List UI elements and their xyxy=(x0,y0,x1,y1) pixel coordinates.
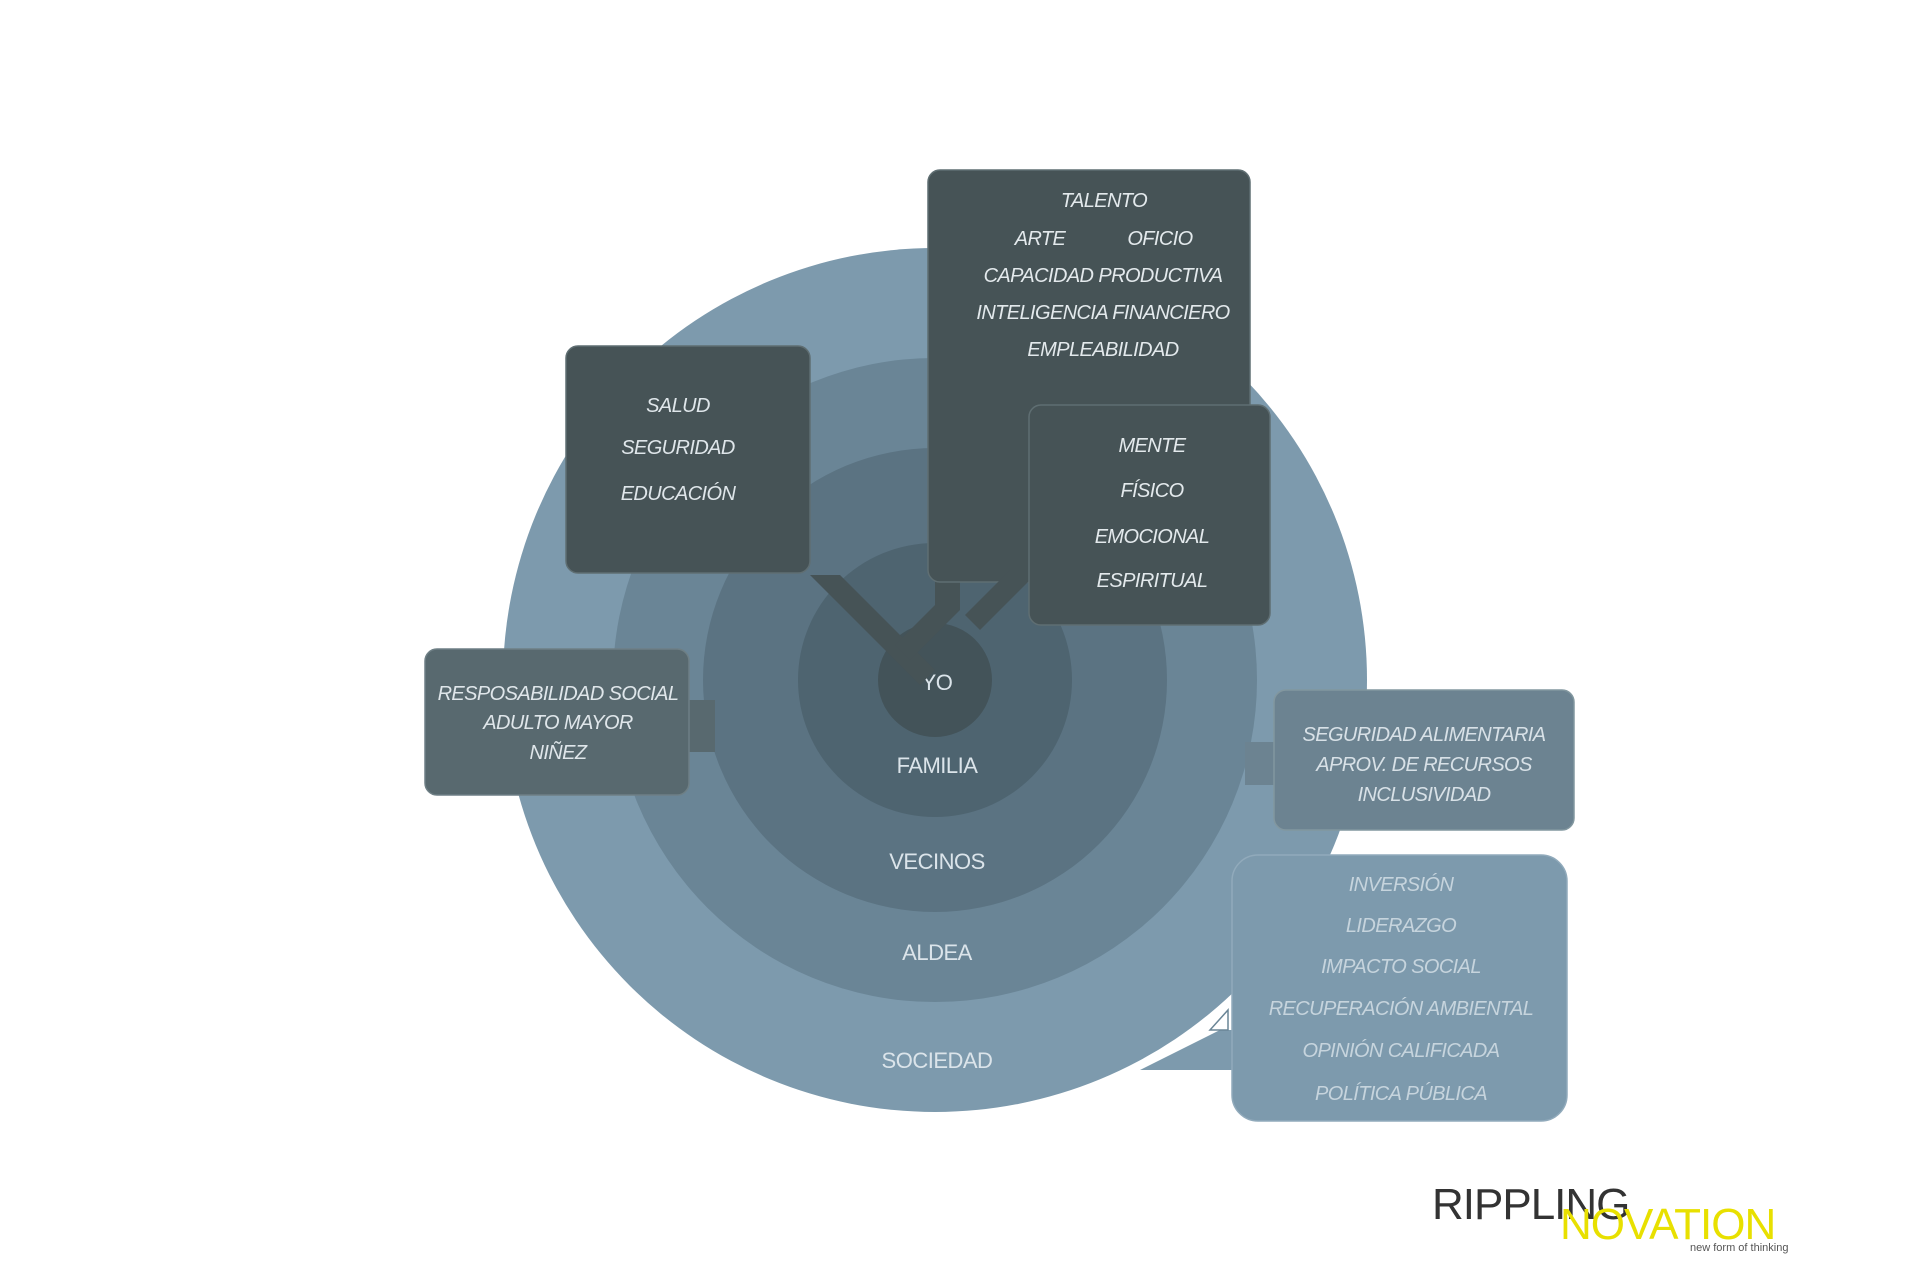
talento-oficio: OFICIO xyxy=(1127,228,1192,250)
logo-part-rippling: RIPPLING xyxy=(1432,1180,1630,1229)
box-seguridad-text: SEGURIDAD ALIMENTARIA APROV. DE RECURSOS… xyxy=(1303,724,1547,806)
box-inversion-text: INVERSIÓN LIDERAZGO IMPACTO SOCIAL RECUP… xyxy=(1269,873,1534,1105)
inversion-line-2: IMPACTO SOCIAL xyxy=(1321,956,1481,978)
seguridad-line-0: SEGURIDAD ALIMENTARIA xyxy=(1303,724,1546,746)
logo-part-novation: NOVATION xyxy=(1560,1200,1776,1249)
rippling-novation-logo: RIPPLING NOVATION new form of thinking xyxy=(1432,1180,1812,1260)
box-mente-text: MENTE FÍSICO EMOCIONAL ESPIRITUAL xyxy=(1095,435,1210,592)
box-social xyxy=(424,648,690,796)
inversion-line-1: LIDERAZGO xyxy=(1346,915,1456,937)
mente-line-1: FÍSICO xyxy=(1120,479,1183,502)
connector-mente-yo xyxy=(965,400,1030,630)
box-talento-text: TALENTO ARTE OFICIO CAPACIDAD PRODUCTIVA… xyxy=(976,190,1230,361)
mente-line-3: ESPIRITUAL xyxy=(1097,570,1208,592)
ring-label-aldea: ALDEA xyxy=(902,940,972,965)
mente-line-0: MENTE xyxy=(1118,435,1186,457)
box-mente xyxy=(1028,404,1271,626)
connector-salud-yo xyxy=(810,575,935,685)
box-inversion xyxy=(1231,854,1568,1122)
box-salud xyxy=(565,345,811,574)
salud-line-0: SALUD xyxy=(646,395,710,417)
talento-title: TALENTO xyxy=(1061,190,1147,212)
inversion-line-0: INVERSIÓN xyxy=(1349,873,1455,896)
box-salud-text: SALUD SEGURIDAD EDUCACIÓN xyxy=(621,395,737,505)
connector-talento-yo xyxy=(895,560,960,660)
ring-label-sociedad: SOCIEDAD xyxy=(882,1048,993,1073)
salud-line-1: SEGURIDAD xyxy=(621,437,735,459)
ring-label-vecinos: VECINOS xyxy=(889,849,985,874)
connector-social-vecinos xyxy=(688,700,715,752)
mente-line-2: EMOCIONAL xyxy=(1095,526,1210,548)
inversion-line-4: OPINIÓN CALIFICADA xyxy=(1302,1039,1499,1062)
ring-label-familia: FAMILIA xyxy=(897,753,979,778)
social-line-0: RESPOSABILIDAD SOCIAL xyxy=(438,683,679,705)
social-line-2: NIÑEZ xyxy=(529,740,587,764)
seguridad-line-1: APROV. DE RECURSOS xyxy=(1315,754,1533,776)
box-social-text: RESPOSABILIDAD SOCIAL ADULTO MAYOR NIÑEZ xyxy=(438,683,679,764)
logo-tagline: new form of thinking xyxy=(1690,1242,1789,1254)
box-seguridad xyxy=(1273,689,1575,831)
salud-line-2: EDUCACIÓN xyxy=(621,482,737,505)
connector-notch-line xyxy=(1208,1008,1229,1031)
talento-arte: ARTE xyxy=(1014,228,1067,250)
seguridad-line-2: INCLUSIVIDAD xyxy=(1358,784,1491,806)
talento-line-0: CAPACIDAD PRODUCTIVA xyxy=(984,265,1223,287)
inversion-line-5: POLÍTICA PÚBLICA xyxy=(1315,1082,1487,1105)
inversion-line-3: RECUPERACIÓN AMBIENTAL xyxy=(1269,997,1534,1020)
social-line-1: ADULTO MAYOR xyxy=(482,712,633,734)
connector-seguridad-aldea xyxy=(1245,742,1275,785)
talento-line-2: EMPLEABILIDAD xyxy=(1027,339,1178,361)
connector-sociedad-inversion xyxy=(1140,1030,1240,1070)
talento-line-1: INTELIGENCIA FINANCIERO xyxy=(976,302,1229,324)
